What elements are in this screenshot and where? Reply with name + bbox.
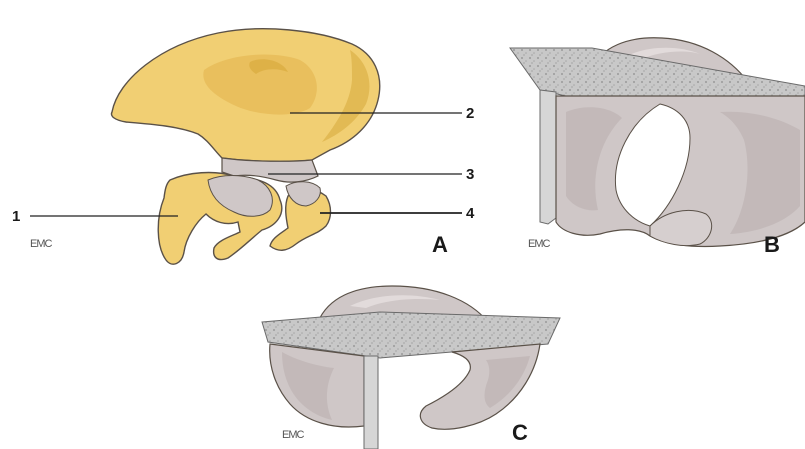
plate-vertical-c	[364, 356, 378, 449]
watermark-c: EMC	[282, 429, 305, 441]
watermark-a: EMC	[30, 238, 53, 250]
label-1: 1	[12, 208, 20, 225]
label-2: 2	[466, 105, 474, 122]
watermark-b: EMC	[528, 238, 551, 250]
panel-a-hip-bone: 1 2 3 4 EMC A	[12, 29, 475, 264]
panel-c-model: EMC C	[262, 286, 560, 449]
plate-vertical-b	[540, 90, 556, 224]
label-4: 4	[466, 205, 475, 222]
panel-label-a: A	[432, 232, 448, 257]
panel-label-b: B	[764, 232, 780, 257]
panel-label-c: C	[512, 420, 528, 445]
panel-b-model: EMC B	[510, 38, 805, 257]
label-3: 3	[466, 166, 474, 183]
